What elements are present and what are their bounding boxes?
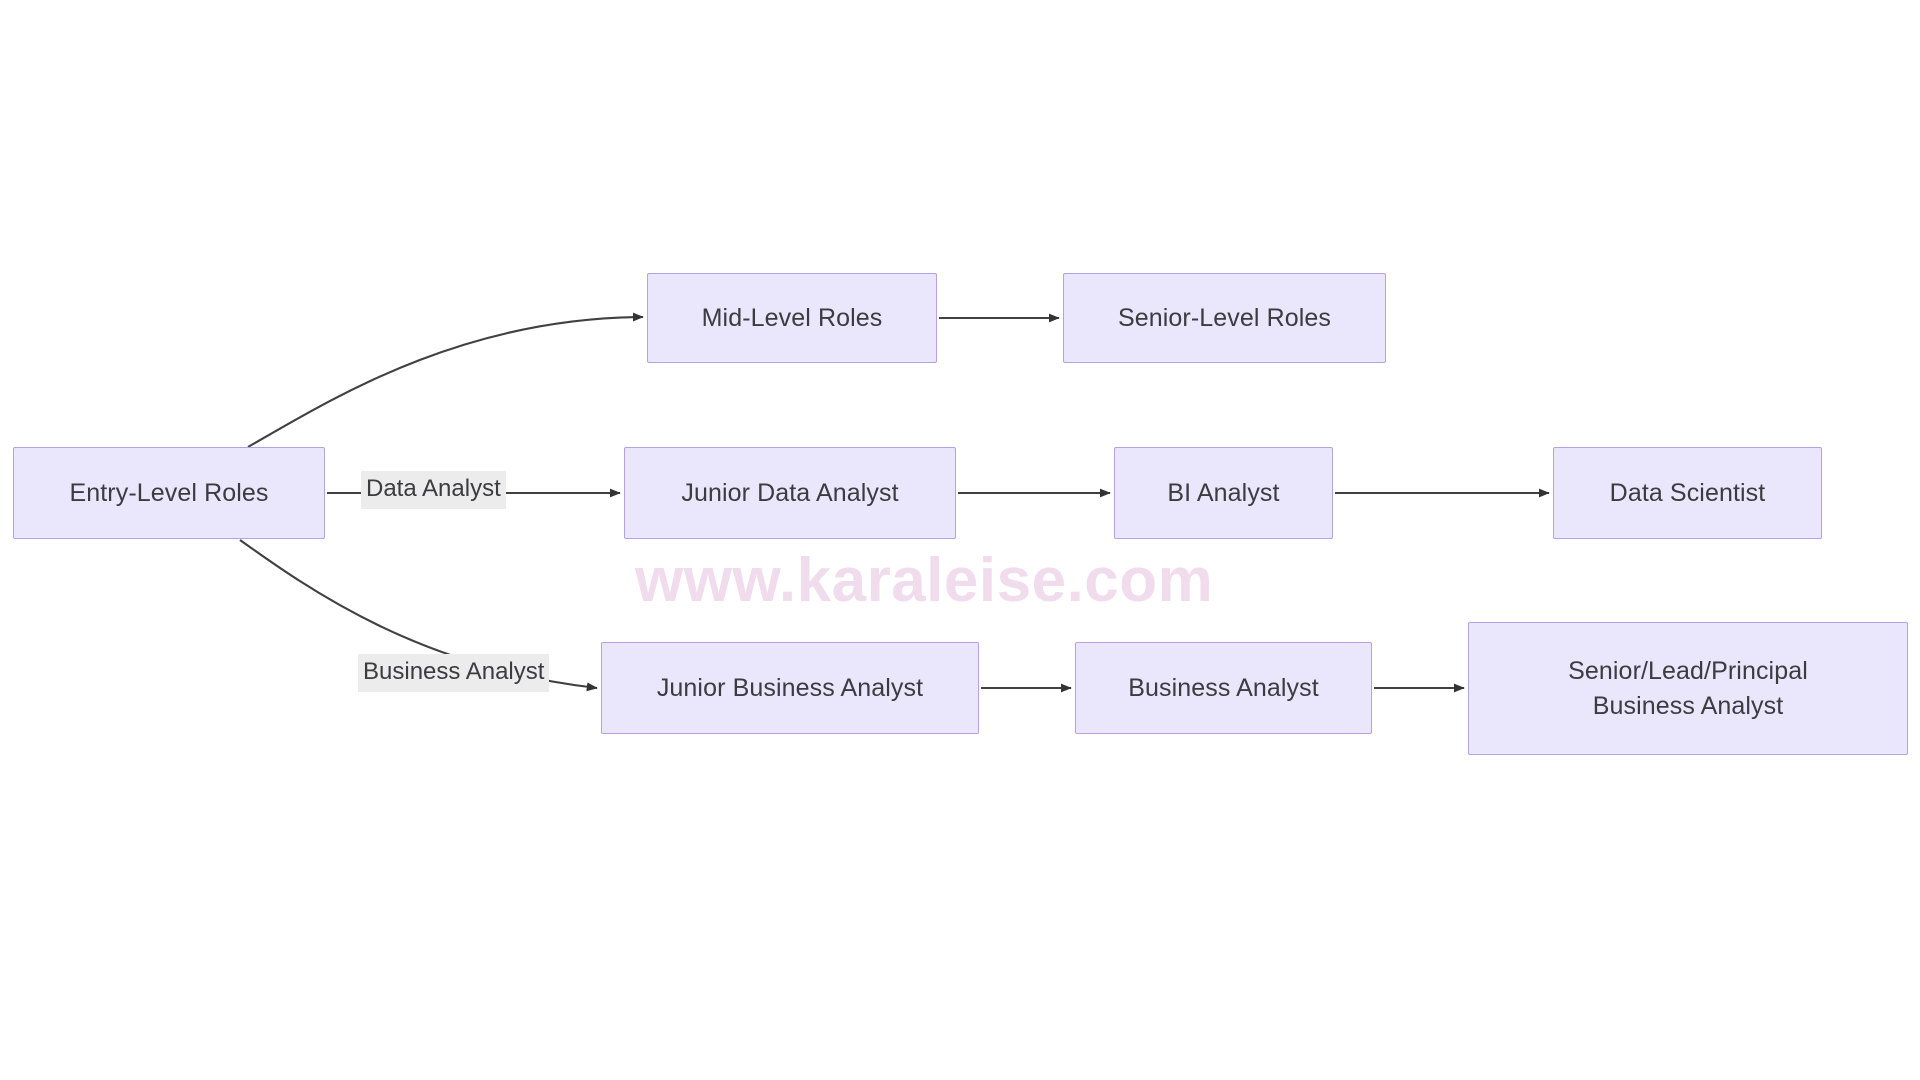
node-label: Data Scientist <box>1609 478 1766 507</box>
node-label: Business Analyst <box>1128 673 1319 702</box>
node-business-analyst[interactable]: Business Analyst <box>1075 642 1372 734</box>
watermark-text: www.karaleise.com <box>635 546 1214 615</box>
edge-label-data-analyst: Data Analyst <box>361 471 506 509</box>
node-label: Junior Data Analyst <box>681 478 899 507</box>
node-bi-analyst[interactable]: BI Analyst <box>1114 447 1333 539</box>
node-label: Entry-Level Roles <box>69 478 269 507</box>
node-junior-business-analyst[interactable]: Junior Business Analyst <box>601 642 979 734</box>
node-senior-lead-principal-business-analyst[interactable]: Senior/Lead/Principal Business Analyst <box>1468 622 1908 755</box>
edge-label-business-analyst: Business Analyst <box>358 654 550 692</box>
node-data-scientist[interactable]: Data Scientist <box>1553 447 1822 539</box>
node-entry-level-roles[interactable]: Entry-Level Roles <box>13 447 325 539</box>
node-label: Senior/Lead/Principal Business Analyst <box>1568 657 1808 720</box>
node-senior-level-roles[interactable]: Senior-Level Roles <box>1063 273 1386 363</box>
node-junior-data-analyst[interactable]: Junior Data Analyst <box>624 447 956 539</box>
edge-entry-to-mid <box>247 312 644 448</box>
node-label: Mid-Level Roles <box>701 303 883 332</box>
node-label: Senior-Level Roles <box>1117 303 1332 332</box>
node-label: BI Analyst <box>1167 478 1280 507</box>
node-mid-level-roles[interactable]: Mid-Level Roles <box>647 273 937 363</box>
node-label: Junior Business Analyst <box>656 673 924 702</box>
